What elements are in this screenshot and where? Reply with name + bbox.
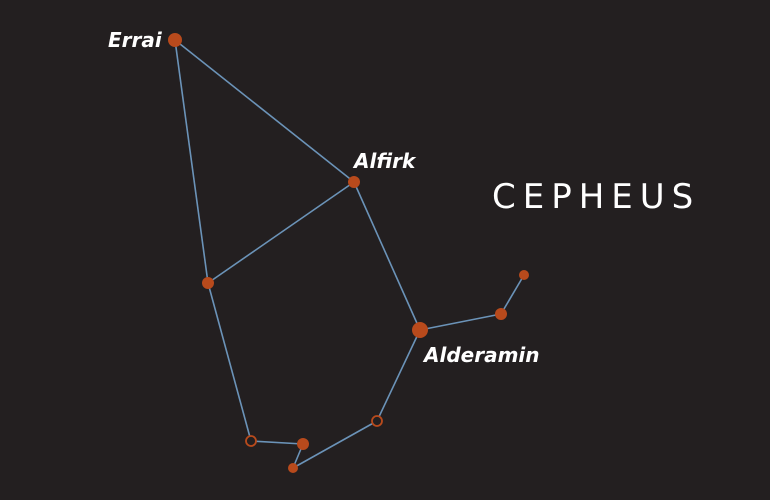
star-labels: Errai Alfirk Alderamin xyxy=(108,28,540,367)
line-alderamin-to-s-bottom-right xyxy=(376,329,421,422)
star-s-bottom-mid xyxy=(297,438,309,450)
star-s-left-mid xyxy=(202,277,214,289)
star-label-errai: Errai xyxy=(108,28,163,52)
line-errai-to-alfirk xyxy=(174,39,355,183)
line-alfirk-to-alderamin xyxy=(353,181,421,331)
constellation-title: CEPHEUS xyxy=(492,177,700,217)
constellation-stars xyxy=(168,33,529,473)
star-label-alfirk: Alfirk xyxy=(352,149,417,173)
star-alderamin xyxy=(412,322,428,338)
star-errai xyxy=(168,33,182,47)
constellation-lines xyxy=(174,39,525,469)
star-s-bottom-low xyxy=(288,463,298,473)
line-s-bottom-mid-to-s-bottom-left xyxy=(250,440,304,445)
star-s-bottom-left xyxy=(245,435,257,447)
line-s-bottom-left-to-s-left-mid xyxy=(207,282,252,442)
line-errai-to-s-left-mid xyxy=(174,39,209,284)
star-s-bottom-right xyxy=(371,415,383,427)
line-alfirk-to-s-left-mid xyxy=(207,181,355,284)
star-alfirk xyxy=(348,176,360,188)
star-s-right-2 xyxy=(519,270,529,280)
line-s-right-1-to-s-right-2 xyxy=(500,274,525,315)
line-s-bottom-right-to-s-bottom-low xyxy=(292,420,378,469)
star-label-alderamin: Alderamin xyxy=(422,343,540,367)
line-alderamin-to-s-right-1 xyxy=(419,313,502,331)
star-s-right-1 xyxy=(495,308,507,320)
